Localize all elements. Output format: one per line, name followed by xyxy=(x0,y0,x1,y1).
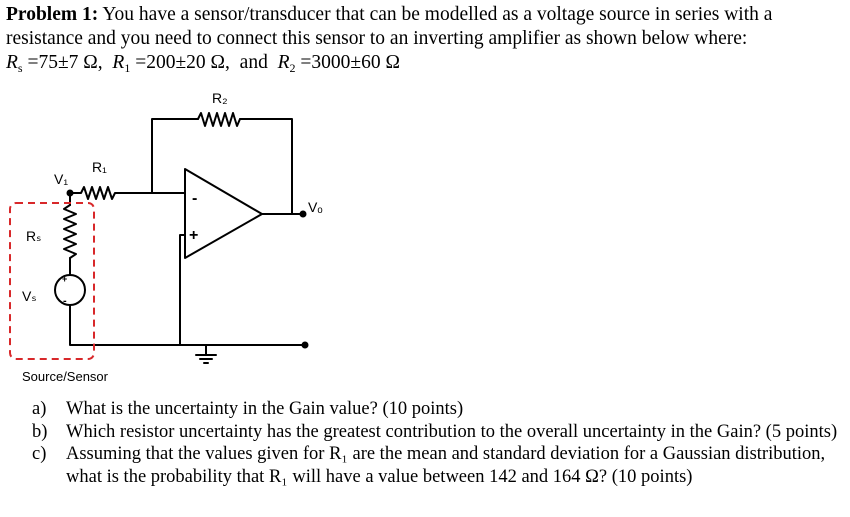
inverting-input-sign: - xyxy=(192,190,197,207)
question-list: a) What is the uncertainty in the Gain v… xyxy=(32,398,847,488)
r2-label: R₂ xyxy=(212,90,228,106)
r1-symbol: R xyxy=(112,52,125,73)
r1-subscript: 1 xyxy=(124,61,131,75)
question-c: c) Assuming that the values given for R₁… xyxy=(32,443,847,488)
rs-label: Rₛ xyxy=(26,228,41,244)
rs-resistor xyxy=(63,204,77,259)
r1-resistor xyxy=(69,186,186,200)
source-sensor-box xyxy=(9,202,95,360)
voltage-source-symbol xyxy=(54,274,86,306)
source-return-wire xyxy=(69,304,181,346)
vo-node xyxy=(299,210,307,218)
question-b-text: Which resistor uncertainty has the great… xyxy=(66,421,838,442)
question-a: a) What is the uncertainty in the Gain v… xyxy=(32,398,847,421)
intro-text-1: You have a sensor/transducer that can be… xyxy=(102,4,773,25)
problem-statement: Problem 1: You have a sensor/transducer … xyxy=(6,3,844,76)
source-minus-sign: - xyxy=(63,295,67,307)
noninverting-input-sign: + xyxy=(189,227,198,244)
question-a-label: a) xyxy=(32,399,47,419)
and-word: and xyxy=(239,52,268,73)
question-a-text: What is the uncertainty in the Gain valu… xyxy=(66,399,464,419)
v1-label: V₁ xyxy=(54,171,68,187)
intro-line-2: resistance and you need to connect this … xyxy=(6,28,748,49)
circuit-diagram: R₂ R₁ V₁ Vₒ Rₛ Vₛ - + + - Source/Sensor xyxy=(9,90,323,384)
r1-value: =200±20 Ω, xyxy=(135,52,230,73)
op-amp-triangle xyxy=(184,168,263,259)
intro-line-3: Rs =75±7 Ω, R1 =200±20 Ω, and R2 =3000±6… xyxy=(6,51,844,76)
feedback-wire-right xyxy=(239,118,293,215)
ground-node xyxy=(301,341,309,349)
rs-value: =75±7 Ω, xyxy=(27,52,103,73)
question-b: b) Which resistor uncertainty has the gr… xyxy=(32,421,847,444)
problem-label: Problem 1: xyxy=(6,4,99,25)
question-c-text: Assuming that the values given for R₁ ar… xyxy=(66,444,826,487)
source-sensor-label: Source/Sensor xyxy=(22,369,109,384)
r2-subscript: 2 xyxy=(289,61,296,75)
question-c-label: c) xyxy=(32,444,47,464)
r2-symbol: R xyxy=(277,52,290,73)
feedback-wire-left xyxy=(151,118,199,194)
source-plus-sign: + xyxy=(62,274,67,284)
r2-value: =3000±60 Ω xyxy=(300,52,400,73)
rs-symbol: R xyxy=(6,52,18,73)
ground-rail xyxy=(179,234,306,346)
vo-label: Vₒ xyxy=(308,199,323,215)
vs-label: Vₛ xyxy=(22,288,37,304)
r1-label: R₁ xyxy=(92,159,107,175)
question-b-label: b) xyxy=(32,421,48,442)
rs-subscript: s xyxy=(17,61,23,75)
v1-node xyxy=(66,189,74,197)
r2-resistor xyxy=(197,112,241,127)
intro-line-1: Problem 1: You have a sensor/transducer … xyxy=(6,3,844,27)
